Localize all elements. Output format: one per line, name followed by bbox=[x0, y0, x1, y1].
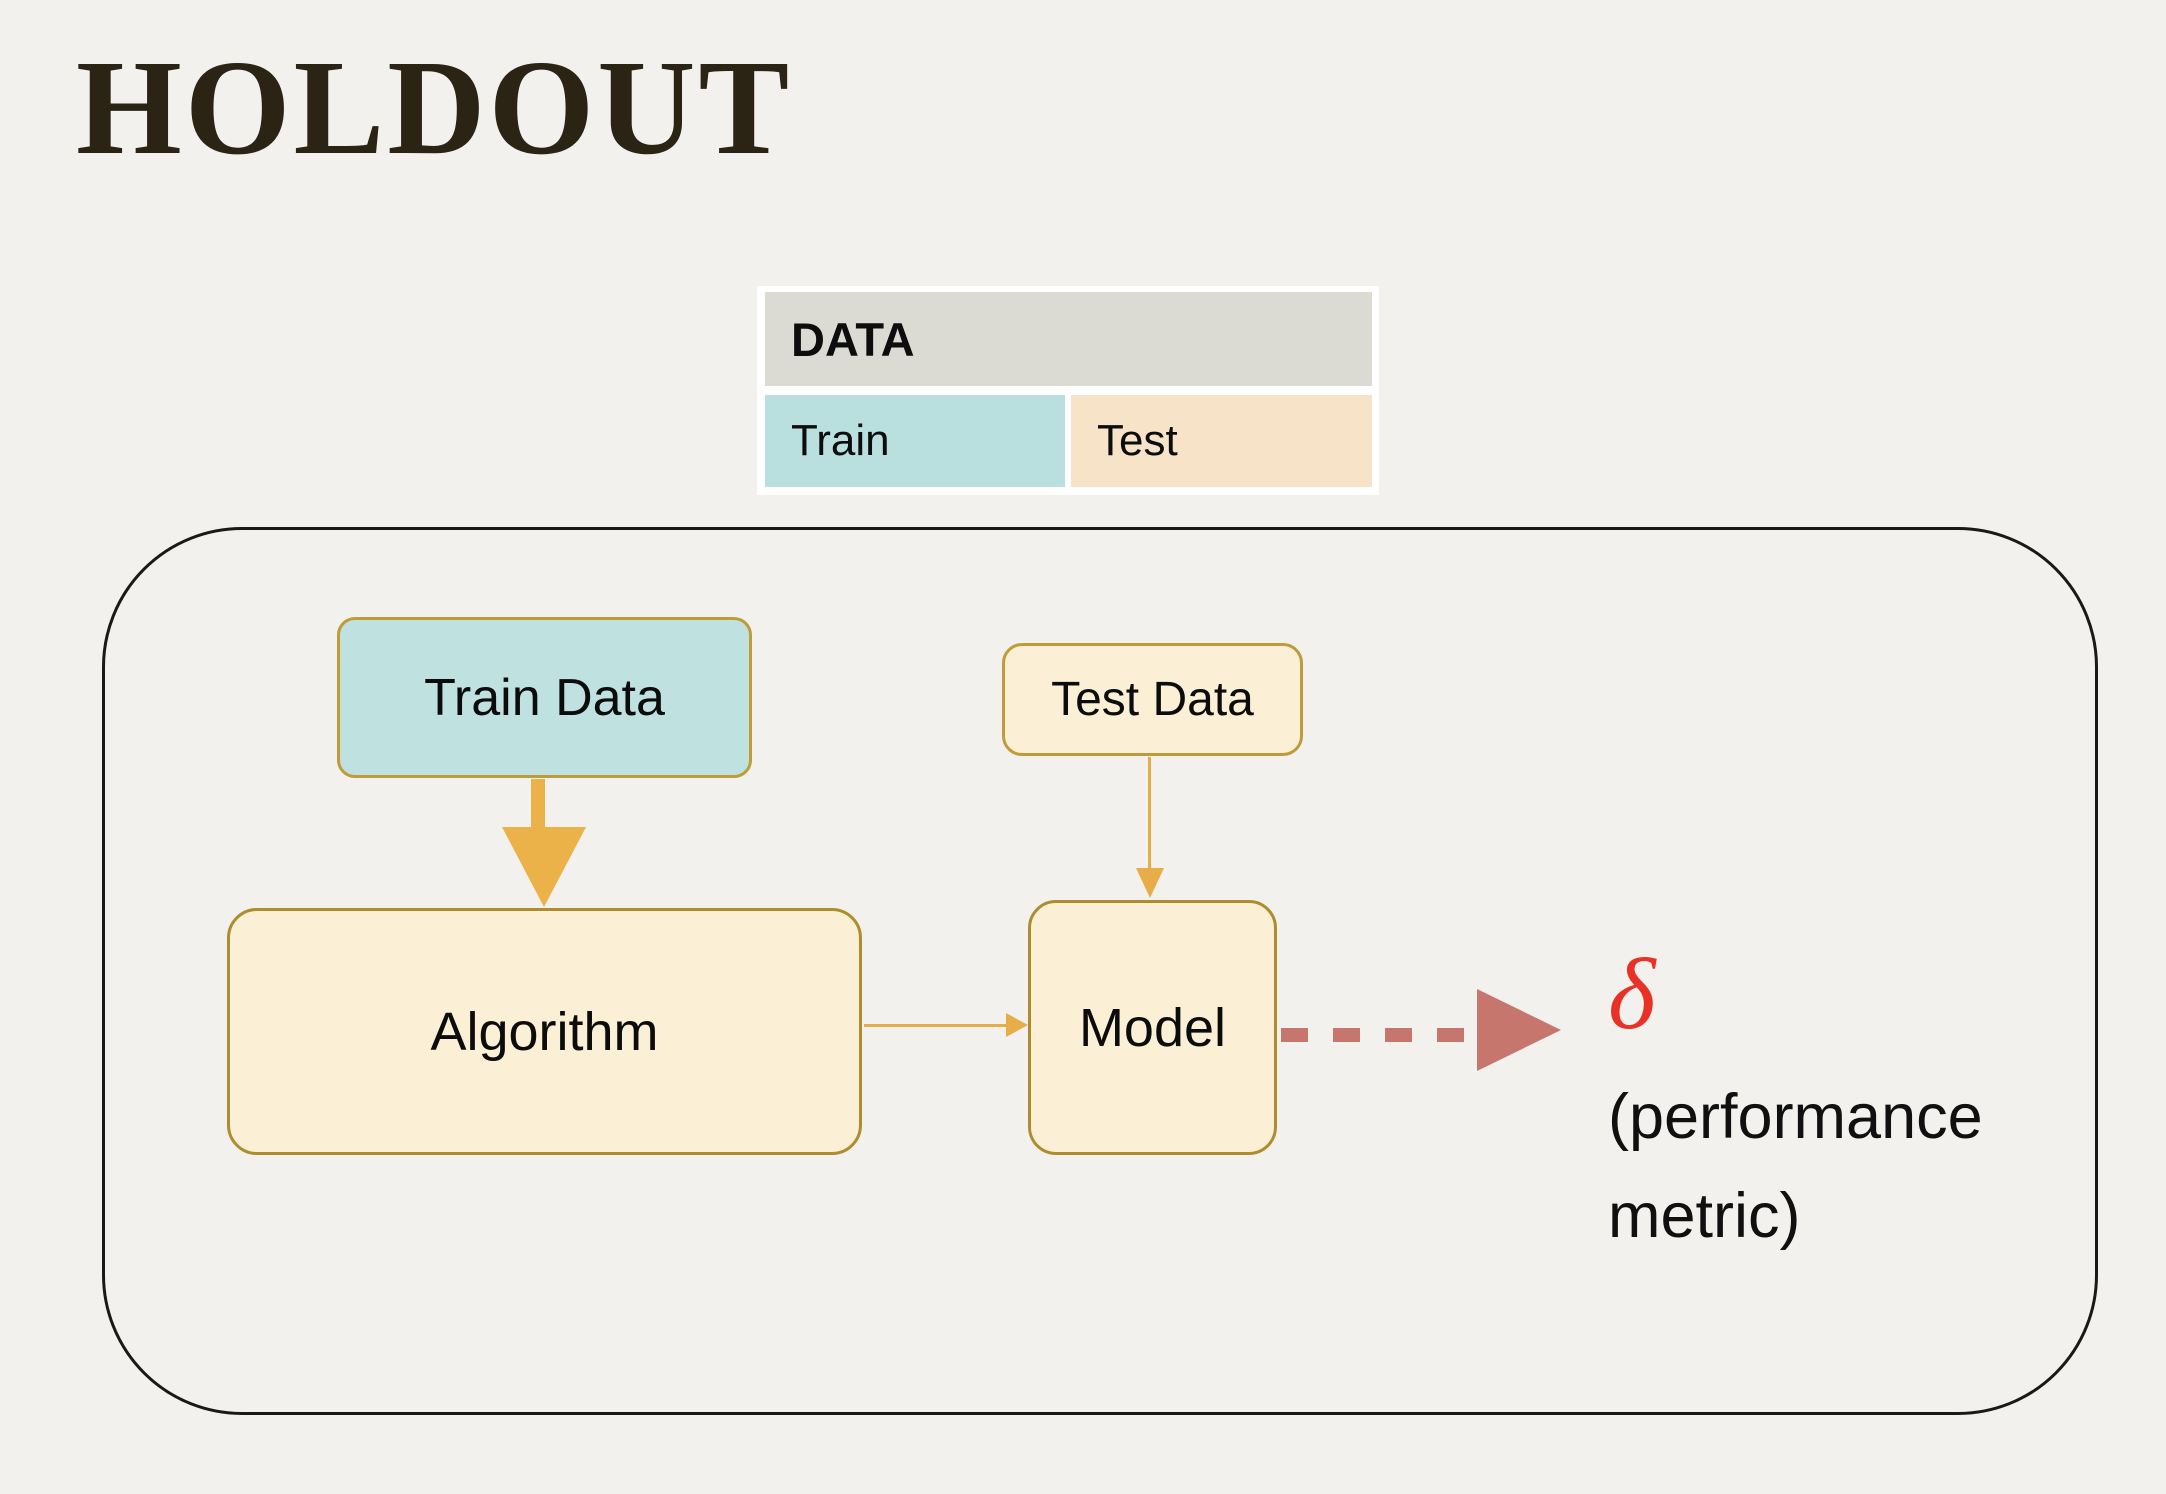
test-data-node: Test Data bbox=[1002, 643, 1303, 756]
testdata-to-model-arrow-line bbox=[1148, 757, 1151, 869]
train-data-label: Train Data bbox=[424, 668, 665, 727]
test-data-label: Test Data bbox=[1051, 673, 1254, 726]
test-cell: Test bbox=[1071, 395, 1372, 487]
algorithm-to-model-arrow-line bbox=[864, 1024, 1008, 1027]
testdata-to-model-arrow-head bbox=[1136, 868, 1164, 898]
diagram-panel bbox=[102, 527, 2098, 1415]
delta-symbol: δ bbox=[1608, 938, 1656, 1051]
slide-title: HOLDOUT bbox=[76, 33, 793, 183]
data-table-row: Train Test bbox=[765, 395, 1372, 487]
train-cell: Train bbox=[765, 395, 1065, 487]
model-node: Model bbox=[1028, 900, 1277, 1155]
model-to-metric-arrow-head bbox=[1477, 989, 1561, 1071]
performance-metric-caption: (performance metric) bbox=[1608, 1082, 1983, 1251]
train-to-algorithm-arrow-stem bbox=[531, 779, 545, 829]
algorithm-to-model-arrow-head bbox=[1006, 1013, 1028, 1037]
train-to-algorithm-arrow-head bbox=[502, 827, 586, 907]
model-to-metric-dashed-arrow bbox=[1281, 1028, 1477, 1042]
data-table: DATA Train Test bbox=[757, 286, 1379, 495]
train-data-node: Train Data bbox=[337, 617, 752, 778]
algorithm-node: Algorithm bbox=[227, 908, 862, 1155]
algorithm-label: Algorithm bbox=[430, 1001, 659, 1062]
model-label: Model bbox=[1078, 997, 1227, 1058]
data-table-header: DATA bbox=[765, 292, 1372, 386]
